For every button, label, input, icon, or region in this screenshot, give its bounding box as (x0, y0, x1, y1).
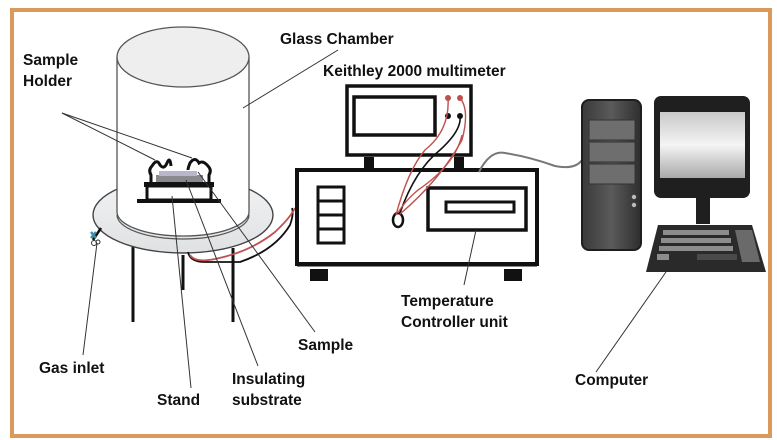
multimeter-display (352, 95, 437, 137)
sample-holder-clip (186, 158, 212, 182)
temperature-controller (295, 168, 539, 281)
stand (131, 240, 235, 322)
sample-holder-assembly (137, 158, 221, 203)
multimeter-leg (364, 157, 374, 171)
label-computer: Computer (575, 372, 649, 389)
label-multimeter: Keithley 2000 multimeter (323, 63, 506, 80)
leader-gas-inlet (82, 242, 98, 356)
label-sample-holder-line1: Sample (23, 52, 79, 69)
leader-sample-holder-1 (61, 112, 156, 161)
leader-sample (197, 171, 316, 333)
gas-inlet-valve (90, 227, 103, 246)
wire-red-chamber (189, 207, 296, 262)
keyboard-row (663, 230, 729, 235)
leader-lines (61, 49, 667, 389)
tower-bay (588, 119, 636, 141)
label-sample-holder-line2: Holder (23, 73, 73, 90)
tower-button (631, 194, 637, 200)
computer-tower (581, 99, 642, 251)
wire-red-meter (397, 134, 463, 214)
chamber-lid (116, 26, 250, 88)
leader-stand (171, 195, 192, 389)
controller-foot (504, 269, 522, 281)
label-temperature-controller-line2: Controller unit (401, 314, 508, 331)
computer-monitor (654, 96, 750, 224)
label-stand: Stand (157, 392, 201, 409)
monitor-screen (660, 112, 745, 178)
controller-button-stack (316, 185, 346, 245)
computer-keyboard (646, 225, 766, 272)
wire-red-meter (395, 97, 449, 216)
keyboard-row (661, 238, 731, 243)
tower-bay (588, 141, 636, 163)
keyboard-row (657, 254, 669, 260)
chamber-base-ring (116, 214, 250, 240)
cable-to-computer (478, 151, 583, 173)
label-insulating-substrate-line1: Insulating (232, 371, 306, 388)
monitor-stand (696, 198, 710, 224)
insulating-substrate (156, 175, 203, 182)
sample-holder-clip (148, 158, 173, 182)
tower-bay (588, 163, 636, 185)
glass-chamber (116, 26, 250, 237)
leader-sample-holder-2 (61, 112, 193, 159)
controller-foot (310, 269, 328, 281)
label-insulating-substrate-line2: substrate (232, 392, 302, 409)
sample (159, 171, 197, 176)
wire-black-chamber (187, 207, 294, 263)
leader-glass-chamber (242, 49, 339, 109)
wire-red-meter (399, 97, 467, 215)
holder-top-plate (144, 182, 214, 187)
holder-stand-block (145, 184, 213, 202)
tower-button (631, 202, 637, 208)
keyboard-numpad (735, 230, 760, 262)
leader-insulating-substrate (185, 179, 259, 367)
label-sample: Sample (298, 337, 354, 354)
controller-connector (391, 211, 405, 229)
label-temperature-controller-line1: Temperature (401, 293, 494, 310)
leader-computer (595, 271, 667, 373)
keyboard-row (659, 246, 733, 251)
label-gas-inlet: Gas inlet (39, 360, 105, 377)
controller-display-slot (444, 200, 516, 214)
keyboard-spacebar (697, 254, 737, 260)
multimeter-leg (454, 157, 464, 171)
label-glass-chamber: Glass Chamber (280, 31, 394, 48)
leader-temperature-controller (463, 229, 477, 286)
wire-black-meter (399, 115, 461, 214)
